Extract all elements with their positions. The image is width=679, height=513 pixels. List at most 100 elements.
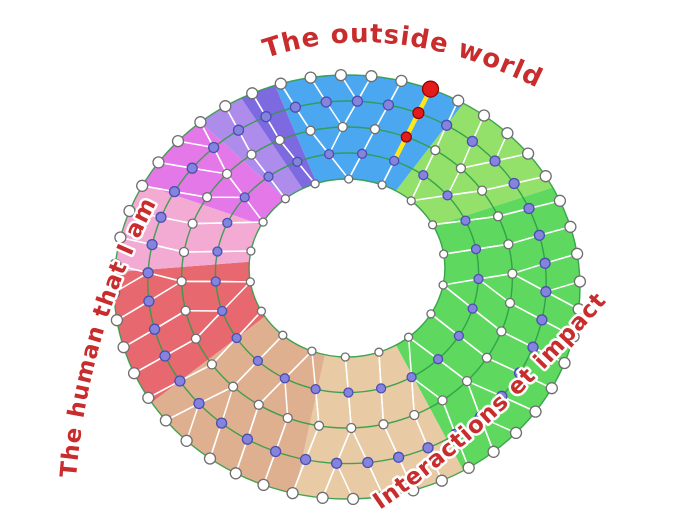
graph-node[interactable]	[533, 229, 546, 241]
graph-node[interactable]	[260, 111, 272, 123]
graph-node[interactable]	[344, 174, 354, 184]
graph-node[interactable]	[346, 422, 357, 434]
graph-node[interactable]	[159, 350, 171, 362]
graph-node[interactable]	[473, 273, 484, 285]
graph-node[interactable]	[246, 87, 259, 100]
graph-node[interactable]	[109, 258, 122, 271]
graph-node[interactable]	[227, 381, 239, 392]
graph-node[interactable]	[256, 306, 267, 316]
graph-node[interactable]	[462, 461, 475, 474]
graph-node[interactable]	[330, 457, 343, 469]
graph-node[interactable]	[427, 220, 438, 230]
graph-node[interactable]	[286, 486, 299, 500]
graph-node[interactable]	[107, 286, 121, 299]
graph-node[interactable]	[558, 356, 571, 370]
graph-node[interactable]	[117, 341, 130, 354]
graph-node[interactable]	[369, 124, 381, 135]
graph-node[interactable]	[375, 383, 387, 394]
graph-node[interactable]	[229, 467, 242, 480]
graph-node[interactable]	[231, 332, 242, 344]
graph-node[interactable]	[407, 484, 420, 497]
graph-node[interactable]	[143, 295, 155, 307]
graph-node[interactable]	[489, 155, 501, 167]
graph-node[interactable]	[564, 220, 577, 233]
graph-node[interactable]	[453, 330, 465, 342]
graph-node[interactable]	[142, 391, 155, 404]
graph-node[interactable]	[406, 371, 417, 383]
graph-node[interactable]	[210, 276, 221, 287]
graph-node[interactable]	[513, 367, 526, 379]
graph-node[interactable]	[477, 109, 491, 122]
graph-node[interactable]	[426, 309, 436, 319]
graph-node[interactable]	[403, 332, 414, 342]
graph-node[interactable]	[395, 74, 408, 88]
graph-node[interactable]	[351, 95, 364, 107]
graph-node[interactable]	[278, 330, 288, 340]
graph-node[interactable]	[168, 185, 181, 198]
graph-node[interactable]	[146, 238, 158, 251]
graph-node[interactable]	[187, 218, 198, 229]
highlight-node[interactable]	[412, 106, 425, 120]
graph-node[interactable]	[378, 419, 389, 430]
graph-node[interactable]	[307, 346, 317, 356]
graph-node[interactable]	[389, 155, 400, 167]
graph-node[interactable]	[406, 196, 416, 206]
graph-node[interactable]	[539, 170, 552, 183]
graph-node[interactable]	[292, 156, 303, 167]
graph-node[interactable]	[481, 352, 493, 363]
graph-node[interactable]	[274, 77, 287, 90]
graph-node[interactable]	[304, 71, 317, 84]
graph-node[interactable]	[171, 134, 185, 148]
graph-node[interactable]	[152, 156, 165, 169]
graph-node[interactable]	[382, 99, 395, 111]
graph-node[interactable]	[539, 257, 551, 269]
graph-node[interactable]	[418, 169, 429, 181]
graph-node[interactable]	[257, 478, 270, 492]
graph-node[interactable]	[523, 202, 535, 215]
highlight-node[interactable]	[400, 131, 412, 143]
graph-node[interactable]	[374, 347, 384, 357]
graph-node[interactable]	[176, 276, 187, 287]
graph-node[interactable]	[438, 280, 448, 290]
sector-purple-light[interactable]	[200, 98, 303, 199]
graph-node[interactable]	[323, 148, 335, 160]
graph-node[interactable]	[253, 399, 264, 410]
graph-node[interactable]	[460, 215, 471, 226]
graph-node[interactable]	[507, 268, 518, 279]
graph-node[interactable]	[467, 303, 478, 314]
graph-node[interactable]	[553, 194, 567, 207]
graph-node[interactable]	[155, 211, 167, 223]
graph-node[interactable]	[504, 297, 516, 309]
graph-node[interactable]	[180, 434, 193, 447]
graph-node[interactable]	[435, 474, 448, 487]
graph-node[interactable]	[316, 491, 329, 504]
graph-node[interactable]	[501, 127, 514, 140]
graph-node[interactable]	[439, 249, 449, 259]
sector-tan-dark[interactable]	[151, 316, 325, 494]
graph-node[interactable]	[289, 101, 302, 113]
graph-node[interactable]	[496, 326, 507, 337]
graph-node[interactable]	[508, 177, 520, 190]
graph-node[interactable]	[252, 355, 264, 367]
graph-node[interactable]	[409, 409, 420, 421]
graph-node[interactable]	[422, 442, 434, 454]
graph-node[interactable]	[503, 239, 514, 250]
graph-node[interactable]	[346, 492, 360, 506]
graph-node[interactable]	[452, 94, 465, 107]
graph-node[interactable]	[217, 305, 228, 317]
graph-node[interactable]	[461, 375, 473, 387]
graph-node[interactable]	[466, 135, 479, 148]
graph-node[interactable]	[258, 217, 268, 227]
graph-node[interactable]	[203, 452, 217, 465]
graph-node[interactable]	[299, 453, 312, 466]
graph-node[interactable]	[174, 375, 186, 387]
graph-node[interactable]	[142, 267, 154, 279]
graph-node[interactable]	[221, 168, 233, 180]
graph-node[interactable]	[509, 426, 523, 440]
graph-node[interactable]	[356, 148, 368, 159]
graph-node[interactable]	[194, 116, 207, 129]
graph-node[interactable]	[313, 420, 325, 431]
graph-node[interactable]	[114, 231, 127, 244]
graph-node[interactable]	[245, 277, 255, 287]
graph-node[interactable]	[282, 412, 293, 424]
